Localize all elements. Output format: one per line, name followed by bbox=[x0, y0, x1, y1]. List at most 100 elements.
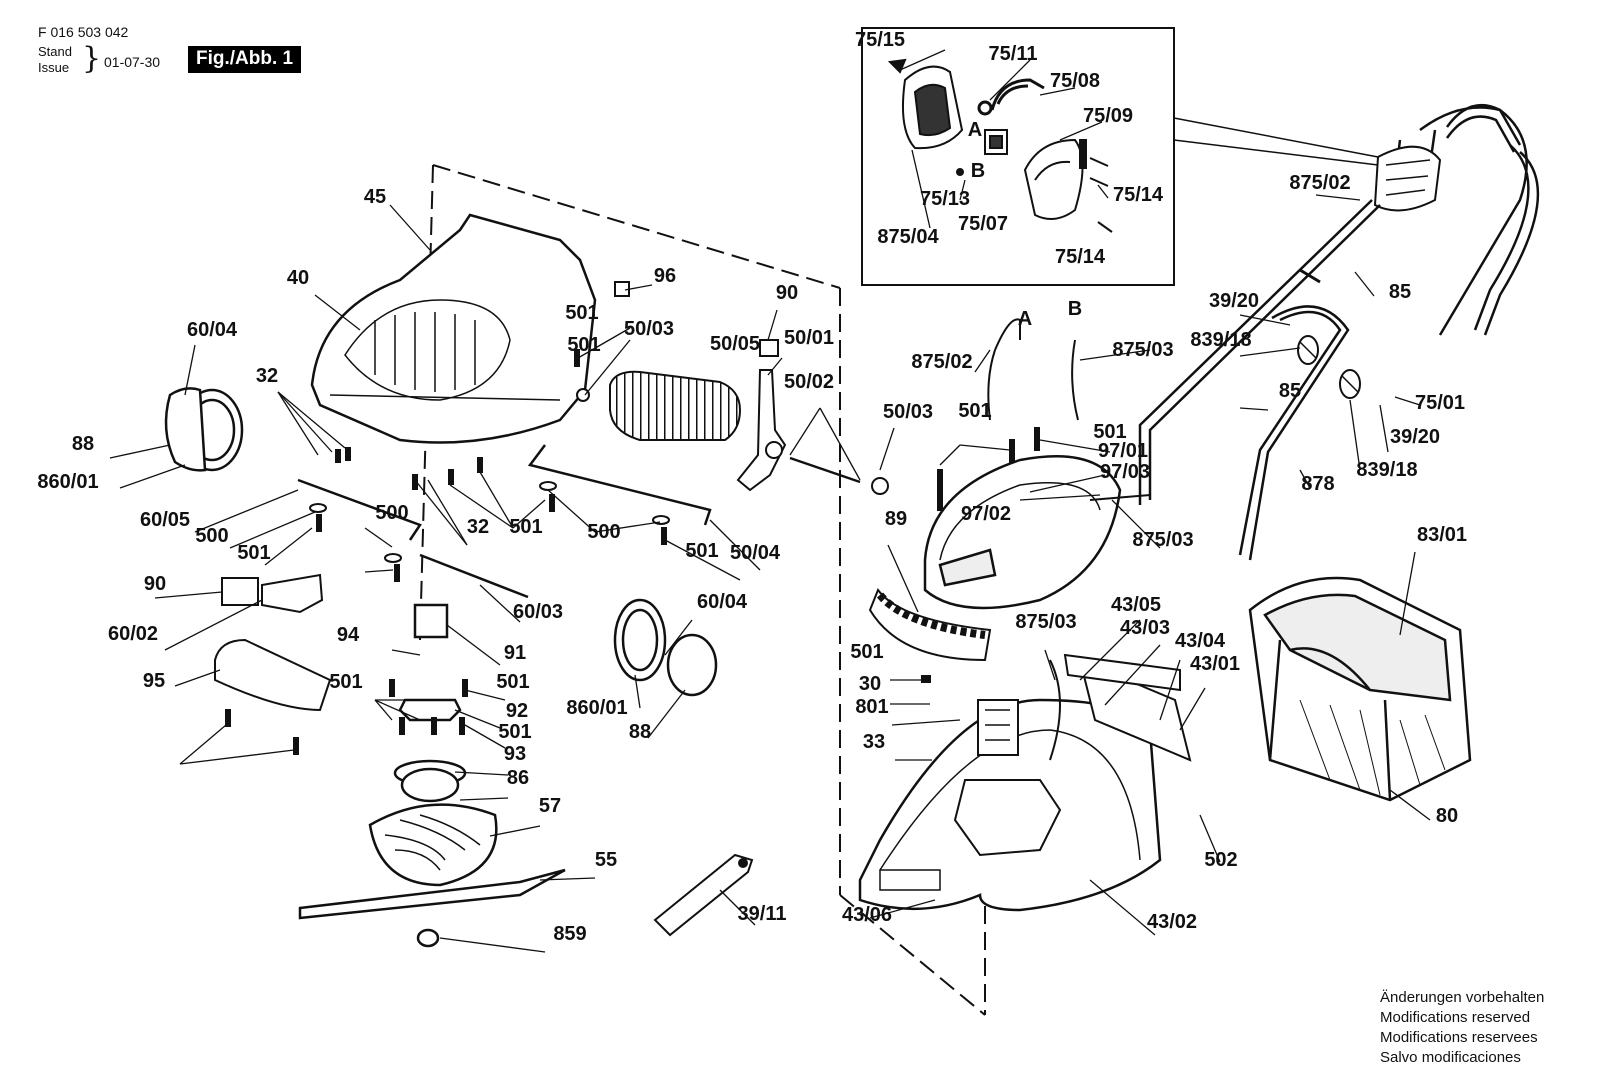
part-label-43-03: 43/03 bbox=[1120, 617, 1170, 639]
part-label-B: B bbox=[1068, 298, 1082, 320]
handle-switch-box bbox=[1373, 145, 1442, 212]
part-label-50-04: 50/04 bbox=[730, 542, 781, 564]
inset-leader-line bbox=[1173, 117, 1379, 158]
part-label-60-02: 60/02 bbox=[108, 623, 158, 645]
part-label-875-02: 875/02 bbox=[911, 351, 972, 373]
part-label-60-05: 60/05 bbox=[140, 509, 190, 531]
axle-rods bbox=[297, 444, 861, 599]
part-label-80: 80 bbox=[1436, 805, 1458, 827]
part-label-501: 501 bbox=[567, 334, 600, 356]
part-label-88: 88 bbox=[72, 433, 94, 455]
inset-label-75-13: 75/13 bbox=[920, 188, 970, 210]
part-label-878: 878 bbox=[1301, 473, 1334, 495]
part-label-92: 92 bbox=[506, 700, 528, 722]
motor-cover bbox=[923, 455, 1122, 610]
part-label-60-03: 60/03 bbox=[513, 601, 563, 623]
part-label-40: 40 bbox=[287, 267, 309, 289]
part-label-501: 501 bbox=[565, 302, 598, 324]
part-label-501: 501 bbox=[685, 540, 718, 562]
blade-assembly bbox=[298, 603, 566, 948]
part-label-501: 501 bbox=[958, 400, 991, 422]
part-label-55: 55 bbox=[595, 849, 617, 871]
long-rod bbox=[1419, 106, 1528, 336]
inset-screws bbox=[956, 139, 1113, 233]
part-label-90: 90 bbox=[144, 573, 166, 595]
note-line-es: Salvo modificaciones bbox=[1380, 1049, 1521, 1066]
part-label-90: 90 bbox=[776, 282, 798, 304]
power-cable bbox=[987, 318, 1151, 761]
part-label-501: 501 bbox=[237, 542, 270, 564]
cable-clip bbox=[1299, 268, 1321, 284]
part-label-50-02: 50/02 bbox=[784, 371, 834, 393]
inset-leader-line bbox=[1173, 139, 1379, 166]
document-code: F 016 503 042 bbox=[38, 24, 129, 40]
note-line-en: Modifications reserved bbox=[1380, 1009, 1531, 1026]
inset-label-75-07: 75/07 bbox=[958, 213, 1008, 235]
inset-label-75-15: 75/15 bbox=[855, 29, 905, 51]
part-label-859: 859 bbox=[553, 923, 586, 945]
stand-label: Stand bbox=[38, 44, 72, 59]
inset-label-75-08: 75/08 bbox=[1050, 70, 1100, 92]
part-label-57: 57 bbox=[539, 795, 561, 817]
part-label-45: 45 bbox=[364, 186, 386, 208]
grass-box bbox=[1248, 576, 1472, 802]
part-label-43-06: 43/06 bbox=[842, 904, 892, 926]
part-label-501: 501 bbox=[329, 671, 362, 693]
upper-housing bbox=[310, 213, 597, 444]
deck-handle-bar bbox=[653, 853, 754, 937]
wheel-center bbox=[613, 598, 718, 697]
switch-element bbox=[984, 129, 1008, 155]
part-label-875-03: 875/03 bbox=[1015, 611, 1076, 633]
part-label-85: 85 bbox=[1389, 281, 1411, 303]
part-label-94: 94 bbox=[337, 624, 360, 646]
part-label-501: 501 bbox=[1093, 421, 1126, 443]
part-label-A: A bbox=[1018, 308, 1032, 330]
part-label-93: 93 bbox=[504, 743, 526, 765]
switch-housing-left bbox=[887, 58, 964, 150]
wheel-left bbox=[164, 387, 244, 472]
part-label-501: 501 bbox=[509, 516, 542, 538]
washers bbox=[309, 281, 889, 563]
part-label-860-01: 860/01 bbox=[37, 471, 98, 493]
part-label-39-20: 39/20 bbox=[1209, 290, 1259, 312]
part-label-875-03: 875/03 bbox=[1112, 339, 1173, 361]
part-label-30: 30 bbox=[859, 673, 881, 695]
inset-label-75-09: 75/09 bbox=[1083, 105, 1133, 127]
part-label-39-11: 39/11 bbox=[738, 903, 787, 925]
motor-unit bbox=[953, 699, 1062, 857]
part-label-43-01: 43/01 bbox=[1190, 653, 1240, 675]
part-label-500: 500 bbox=[587, 521, 620, 543]
part-label-91: 91 bbox=[504, 642, 526, 664]
part-label-88: 88 bbox=[629, 721, 651, 743]
part-label-95: 95 bbox=[143, 670, 165, 692]
inset-label-B: B bbox=[971, 160, 985, 182]
part-label-801: 801 bbox=[855, 696, 888, 718]
part-label-39-20: 39/20 bbox=[1390, 426, 1440, 448]
part-label-60-04: 60/04 bbox=[697, 591, 748, 613]
figure-tag: Fig./Abb. 1 bbox=[188, 46, 302, 73]
part-label-500: 500 bbox=[375, 502, 408, 524]
part-label-43-02: 43/02 bbox=[1147, 911, 1197, 933]
part-label-86: 86 bbox=[507, 767, 529, 789]
inset-label-75-11: 75/11 bbox=[989, 43, 1038, 65]
part-label-85: 85 bbox=[1279, 380, 1301, 402]
roller bbox=[609, 370, 742, 441]
part-label-501: 501 bbox=[498, 721, 531, 743]
brace-glyph: } bbox=[82, 41, 102, 76]
inset-label-A: A bbox=[968, 119, 982, 141]
issue-label: Issue bbox=[38, 60, 70, 75]
part-label-875-02: 875/02 bbox=[1289, 172, 1350, 194]
callout-labels: 75/1575/1175/0875/09AB75/1375/07875/0475… bbox=[37, 29, 1467, 945]
side-guard bbox=[868, 587, 992, 662]
issue-date: 01-07-30 bbox=[104, 54, 161, 70]
part-label-501: 501 bbox=[496, 671, 529, 693]
part-label-50-05: 50/05 bbox=[710, 333, 760, 355]
note-line-fr: Modifications reservees bbox=[1380, 1029, 1538, 1046]
inset-box bbox=[861, 27, 1175, 286]
part-label-500: 500 bbox=[195, 525, 228, 547]
part-label-839-18: 839/18 bbox=[1190, 329, 1251, 351]
side-bracket bbox=[736, 369, 787, 492]
part-label-97-01: 97/01 bbox=[1098, 440, 1148, 462]
switch-lever bbox=[977, 78, 1045, 116]
